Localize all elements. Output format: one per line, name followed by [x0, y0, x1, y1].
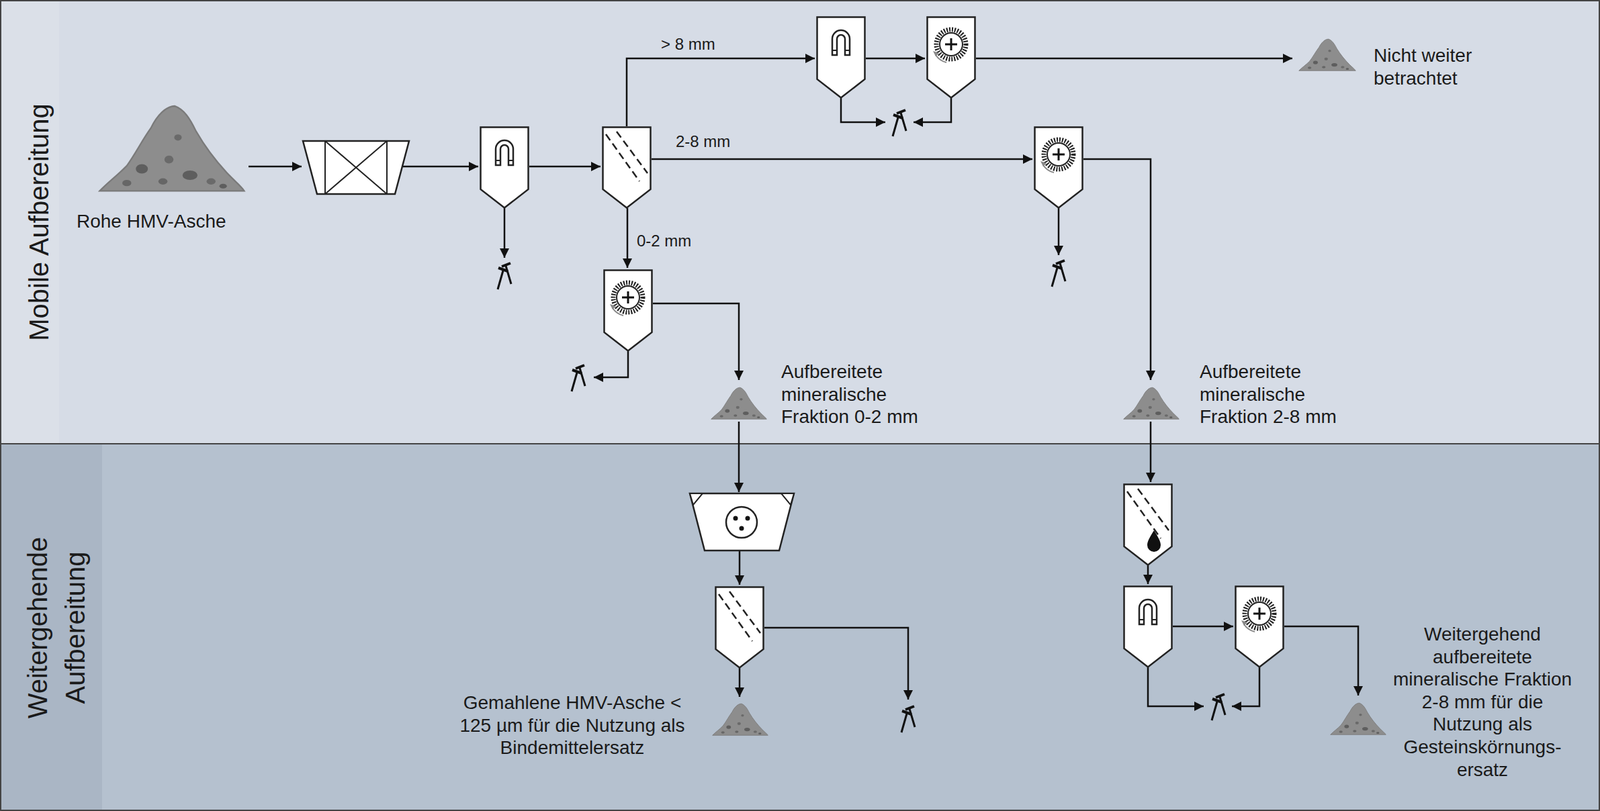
flow-arrow — [865, 57, 925, 60]
crusher-symbol — [302, 141, 410, 195]
flow-arrow — [1149, 421, 1152, 483]
eddy-current-separator — [1235, 587, 1284, 668]
wet-screen-symbol — [1124, 484, 1173, 566]
flow-arrow — [1172, 626, 1234, 629]
ash-heap — [712, 703, 769, 736]
fraction-label: 0-2 mm — [636, 231, 692, 252]
flow-arrow — [738, 550, 741, 586]
metal-scrap-icon — [1211, 694, 1226, 721]
flow-arrows — [248, 58, 1359, 707]
ash-heap — [1330, 703, 1387, 735]
fraction-label: 2-8 mm — [675, 132, 731, 152]
material-label: Aufbereitete mineralische Fraktion 2-8 m… — [1199, 360, 1361, 429]
eddy-current-separator — [1035, 127, 1083, 209]
mill-symbol — [689, 493, 794, 551]
flow-arrow — [1147, 667, 1204, 707]
band-title: Mobile Aufbereitung — [20, 20, 58, 424]
flow-arrow — [1083, 159, 1151, 381]
flow-arrow — [529, 165, 601, 168]
magnet-separator — [817, 17, 866, 99]
flow-arrow — [403, 165, 479, 168]
flow-arrow — [593, 351, 629, 378]
process-band: Weitergehende Aufbereitung — [0, 443, 1600, 811]
flow-arrow — [1147, 565, 1150, 585]
ash-heap — [1299, 38, 1356, 71]
metal-scrap-icon — [571, 365, 586, 392]
flow-arrow — [503, 208, 506, 258]
metal-scrap-icon — [1051, 260, 1066, 287]
band-title: Weitergehende Aufbereitung — [18, 480, 95, 776]
band-background — [0, 0, 1600, 444]
magnet-separator — [480, 127, 529, 209]
ash-heap — [711, 387, 768, 420]
ash-heap — [1123, 387, 1180, 420]
flow-arrow — [248, 165, 302, 168]
metal-scrap-icon — [901, 706, 915, 733]
flow-arrow — [626, 58, 815, 127]
flow-arrow — [652, 303, 739, 381]
flow-arrow — [1231, 667, 1260, 707]
flow-arrow — [975, 57, 1293, 60]
screen-symbol — [716, 587, 764, 669]
flow-arrow — [651, 158, 1033, 161]
flow-arrow — [626, 208, 629, 269]
ash-heap — [99, 106, 244, 191]
flow-arrow — [1284, 626, 1359, 696]
metal-scrap-icon — [497, 263, 512, 290]
flow-arrow — [840, 98, 886, 123]
flow-arrow — [913, 98, 952, 123]
metal-scrap-icon — [892, 110, 907, 137]
product-label: Weitergehend aufbereitete mineralische F… — [1388, 623, 1577, 782]
product-label: Gemahlene HMV-Asche < 125 µm für die Nut… — [451, 691, 694, 760]
material-label: Rohe HMV-Asche — [76, 210, 227, 234]
flow-arrow — [764, 628, 909, 700]
band-stripe — [0, 443, 103, 811]
flow-arrow — [738, 668, 741, 698]
band-separator — [0, 443, 1600, 445]
material-label: Aufbereitete mineralische Fraktion 0-2 m… — [781, 360, 943, 429]
magnet-separator — [1124, 587, 1173, 668]
eddy-current-separator — [927, 17, 976, 99]
eddy-current-separator — [604, 270, 653, 352]
flow-arrow — [738, 421, 741, 493]
material-label: Nicht weiter betrachtet — [1373, 44, 1515, 90]
band-background — [0, 443, 1600, 811]
fraction-label: > 8 mm — [660, 34, 716, 55]
band-stripe — [0, 0, 60, 444]
flow-arrow — [1057, 208, 1060, 256]
screen-symbol — [603, 127, 651, 209]
